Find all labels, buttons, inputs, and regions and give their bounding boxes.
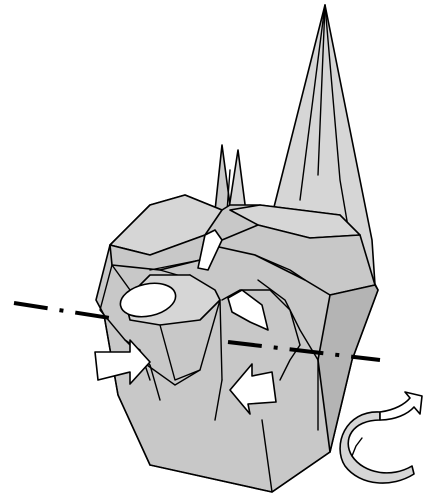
- rotate-arrow-icon: [340, 392, 422, 483]
